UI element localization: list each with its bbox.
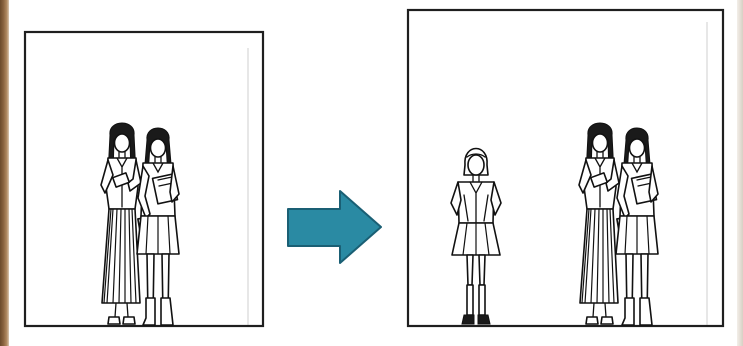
right-arrow-icon xyxy=(288,191,381,263)
woman-with-book xyxy=(137,128,179,325)
woman-long-hair xyxy=(101,123,141,324)
panel-frame xyxy=(408,10,723,326)
panel-after xyxy=(408,10,723,326)
woman-long-hair xyxy=(579,123,619,324)
woman-with-book xyxy=(616,128,658,325)
girl-in-uniform xyxy=(451,149,501,325)
panel-before xyxy=(25,32,263,326)
transition-arrow xyxy=(288,191,381,263)
